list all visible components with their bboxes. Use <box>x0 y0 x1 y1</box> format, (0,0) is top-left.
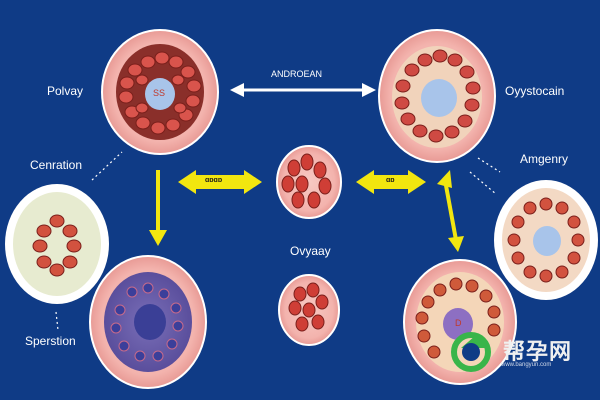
arrow-down-left <box>149 170 167 246</box>
nucleus-label-bottom-right: D <box>455 318 462 328</box>
label-oyystocain: Oyystocain <box>505 84 565 98</box>
watermark: 帮孕网 www.bangyun.com <box>445 328 595 376</box>
label-ovyaay: Ovyaay <box>290 244 331 258</box>
watermark-logo-icon <box>451 332 491 372</box>
cell-bottom-right <box>403 259 517 385</box>
cell-center-top <box>276 145 342 219</box>
cell-center-bottom <box>278 274 340 346</box>
arrow-label-right: ɑɒ <box>386 177 395 184</box>
label-androean: ANDROEAN <box>271 69 323 79</box>
leader-lines <box>55 151 501 331</box>
label-amgenry: Amgenry <box>520 152 569 166</box>
cell-right-middle <box>494 180 598 300</box>
arrow-label-left: ɑɒɑɒ <box>205 177 223 184</box>
label-sperstion: Sperstion <box>25 334 76 348</box>
nucleus-label-top-left: SS <box>153 88 166 98</box>
cell-top-right <box>378 29 496 163</box>
cell-bottom-left <box>89 255 207 389</box>
arrow-vertical-right <box>437 170 464 252</box>
watermark-url: www.bangyun.com <box>501 362 552 368</box>
double-arrow-top <box>230 83 376 97</box>
watermark-text: 帮孕网 <box>503 340 573 365</box>
cell-left-middle <box>5 184 109 304</box>
double-arrow-left <box>178 170 262 194</box>
cell-top-left <box>101 29 219 155</box>
label-cenration: Cenration <box>30 158 83 172</box>
label-polvay: Polvay <box>47 84 84 98</box>
double-arrow-right <box>356 170 426 194</box>
